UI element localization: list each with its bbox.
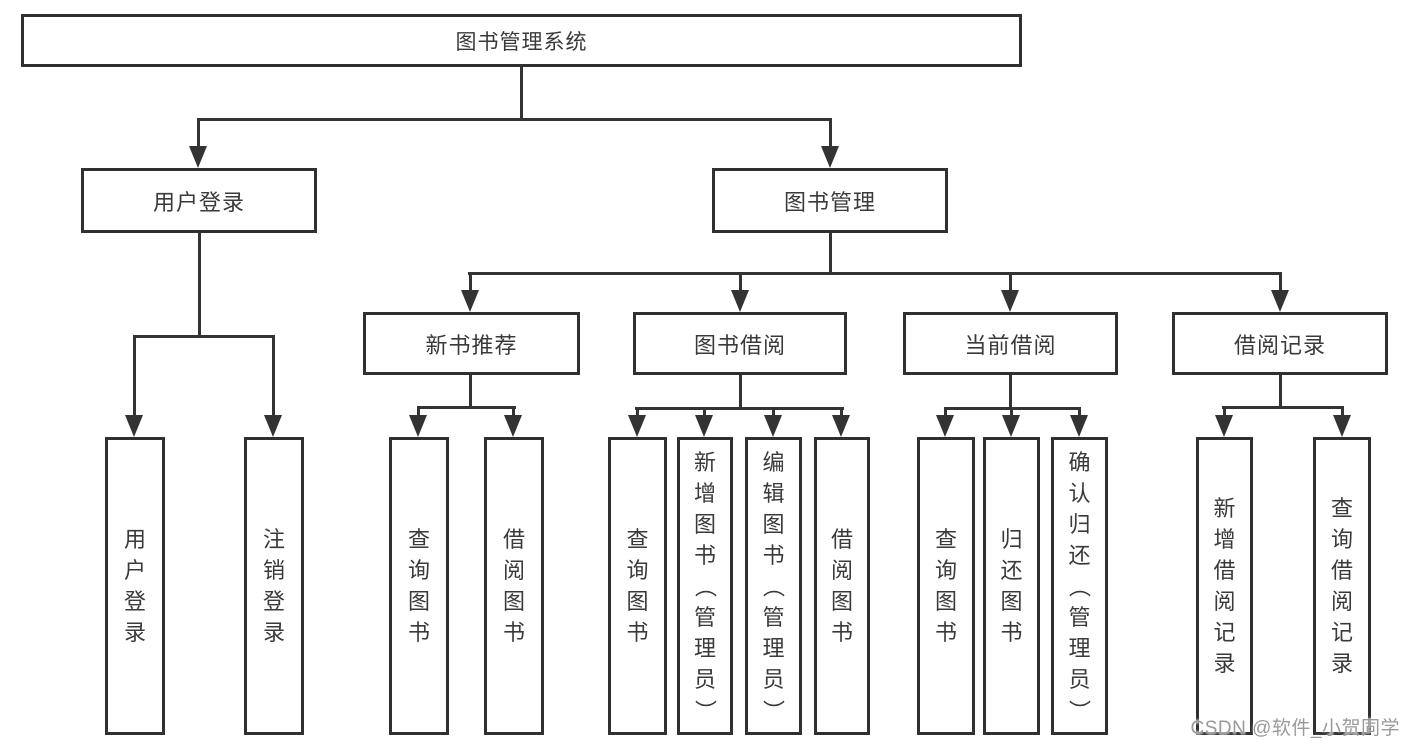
leaf-add-borrow-record-label: 新增借阅记录 — [1213, 496, 1236, 676]
arrowhead-down-icon — [821, 146, 839, 168]
connector-leg-borrow-records — [1279, 272, 1282, 292]
connector-recommend-stem — [469, 375, 472, 406]
arrowhead-down-icon — [264, 415, 282, 437]
leaf-query-borrow-record: 查询借阅记录 — [1313, 437, 1371, 735]
leaf-borrow-books-label: 借阅图书 — [830, 527, 853, 645]
connector-leg — [944, 407, 947, 417]
node-user-login-label: 用户登录 — [152, 189, 245, 215]
node-borrow-records-label: 借阅记录 — [1233, 332, 1326, 358]
node-book-borrowing-label: 图书借阅 — [693, 332, 786, 358]
leaf-query-books-borrowing: 查询图书 — [608, 437, 667, 735]
leaf-query-books-recommend-label: 查询图书 — [407, 527, 430, 645]
csdn-watermark: CSDN @软件_小贺同学 — [1190, 718, 1400, 739]
leaf-return-books-label: 归还图书 — [1000, 527, 1023, 645]
connector-recommend-rail — [417, 406, 516, 409]
connector-leg — [1010, 407, 1013, 417]
node-user-login: 用户登录 — [81, 168, 317, 233]
leaf-confirm-return-admin-label: 确认归还（管理员） — [1066, 449, 1092, 722]
connector-root-stem — [520, 67, 523, 118]
connector-user-login-rail — [133, 335, 275, 338]
root-node-label: 图书管理系统 — [455, 30, 588, 54]
arrowhead-down-icon — [504, 415, 522, 437]
connector-leg-book-borrowing — [739, 272, 742, 292]
connector-leg — [840, 407, 843, 417]
connector-level3-rail — [468, 272, 1282, 275]
connector-leg — [703, 407, 706, 417]
leaf-query-books-current-label: 查询图书 — [934, 527, 957, 645]
node-current-borrowing: 当前借阅 — [903, 312, 1118, 375]
node-book-management-label: 图书管理 — [783, 189, 876, 215]
arrowhead-down-icon — [125, 415, 143, 437]
leaf-query-borrow-record-label: 查询借阅记录 — [1330, 496, 1353, 676]
connector-leg — [1078, 407, 1081, 417]
leaf-return-books: 归还图书 — [983, 437, 1040, 735]
connector-records-stem — [1279, 375, 1282, 406]
connector-records-rail — [1222, 406, 1344, 409]
leaf-add-borrow-record: 新增借阅记录 — [1196, 437, 1253, 735]
connector-current-stem — [1009, 375, 1012, 407]
arrowhead-down-icon — [695, 415, 713, 437]
leaf-query-books-current: 查询图书 — [917, 437, 975, 735]
root-node-library-system: 图书管理系统 — [21, 14, 1022, 67]
arrowhead-down-icon — [461, 290, 479, 312]
leaf-user-login-label: 用户登录 — [123, 527, 146, 645]
arrowhead-down-icon — [1215, 415, 1233, 437]
node-new-book-recommend-label: 新书推荐 — [425, 332, 518, 358]
node-book-borrowing: 图书借阅 — [633, 312, 847, 375]
connector-book-management-stem — [829, 233, 832, 272]
arrowhead-down-icon — [409, 415, 427, 437]
leaf-query-books-recommend: 查询图书 — [389, 437, 449, 735]
connector-borrowing-stem — [739, 375, 742, 407]
leaf-query-books-borrowing-label: 查询图书 — [626, 527, 649, 645]
arrowhead-down-icon — [628, 415, 646, 437]
leaf-logout: 注销登录 — [244, 437, 304, 735]
leaf-borrow-books: 借阅图书 — [814, 437, 870, 735]
connector-leg — [1223, 406, 1226, 417]
connector-leg-user-login — [197, 118, 200, 148]
connector-leg-new-book-recommend — [469, 272, 472, 292]
connector-leg — [512, 406, 515, 417]
node-borrow-records: 借阅记录 — [1172, 312, 1388, 375]
arrowhead-down-icon — [1002, 415, 1020, 437]
arrowhead-down-icon — [936, 415, 954, 437]
arrowhead-down-icon — [764, 415, 782, 437]
connector-borrowing-rail — [635, 407, 844, 410]
arrowhead-down-icon — [731, 290, 749, 312]
arrowhead-down-icon — [1070, 415, 1088, 437]
node-book-management: 图书管理 — [712, 168, 948, 233]
connector-leg — [772, 407, 775, 417]
leaf-add-books-admin-label: 新增图书（管理员） — [692, 449, 718, 722]
leaf-edit-books-admin-label: 编辑图书（管理员） — [760, 449, 786, 722]
node-new-book-recommend: 新书推荐 — [363, 312, 580, 375]
connector-root-rail — [197, 118, 832, 121]
arrowhead-down-icon — [189, 146, 207, 168]
connector-leg-leaf-user-login — [133, 335, 136, 417]
connector-leg-leaf-logout — [272, 335, 275, 417]
connector-leg — [1341, 406, 1344, 417]
leaf-edit-books-admin: 编辑图书（管理员） — [745, 437, 802, 735]
leaf-confirm-return-admin: 确认归还（管理员） — [1051, 437, 1108, 735]
arrowhead-down-icon — [1001, 290, 1019, 312]
arrowhead-down-icon — [832, 415, 850, 437]
leaf-add-books-admin: 新增图书（管理员） — [677, 437, 733, 735]
connector-leg — [636, 407, 639, 417]
connector-leg — [417, 406, 420, 417]
node-current-borrowing-label: 当前借阅 — [964, 332, 1057, 358]
connector-user-login-stem — [198, 233, 201, 335]
leaf-borrow-books-recommend-label: 借阅图书 — [502, 527, 525, 645]
leaf-logout-label: 注销登录 — [262, 527, 285, 645]
connector-leg-current-borrowing — [1009, 272, 1012, 292]
leaf-borrow-books-recommend: 借阅图书 — [484, 437, 544, 735]
leaf-user-login: 用户登录 — [105, 437, 165, 735]
arrowhead-down-icon — [1271, 290, 1289, 312]
connector-leg-book-management — [829, 118, 832, 148]
arrowhead-down-icon — [1333, 415, 1351, 437]
